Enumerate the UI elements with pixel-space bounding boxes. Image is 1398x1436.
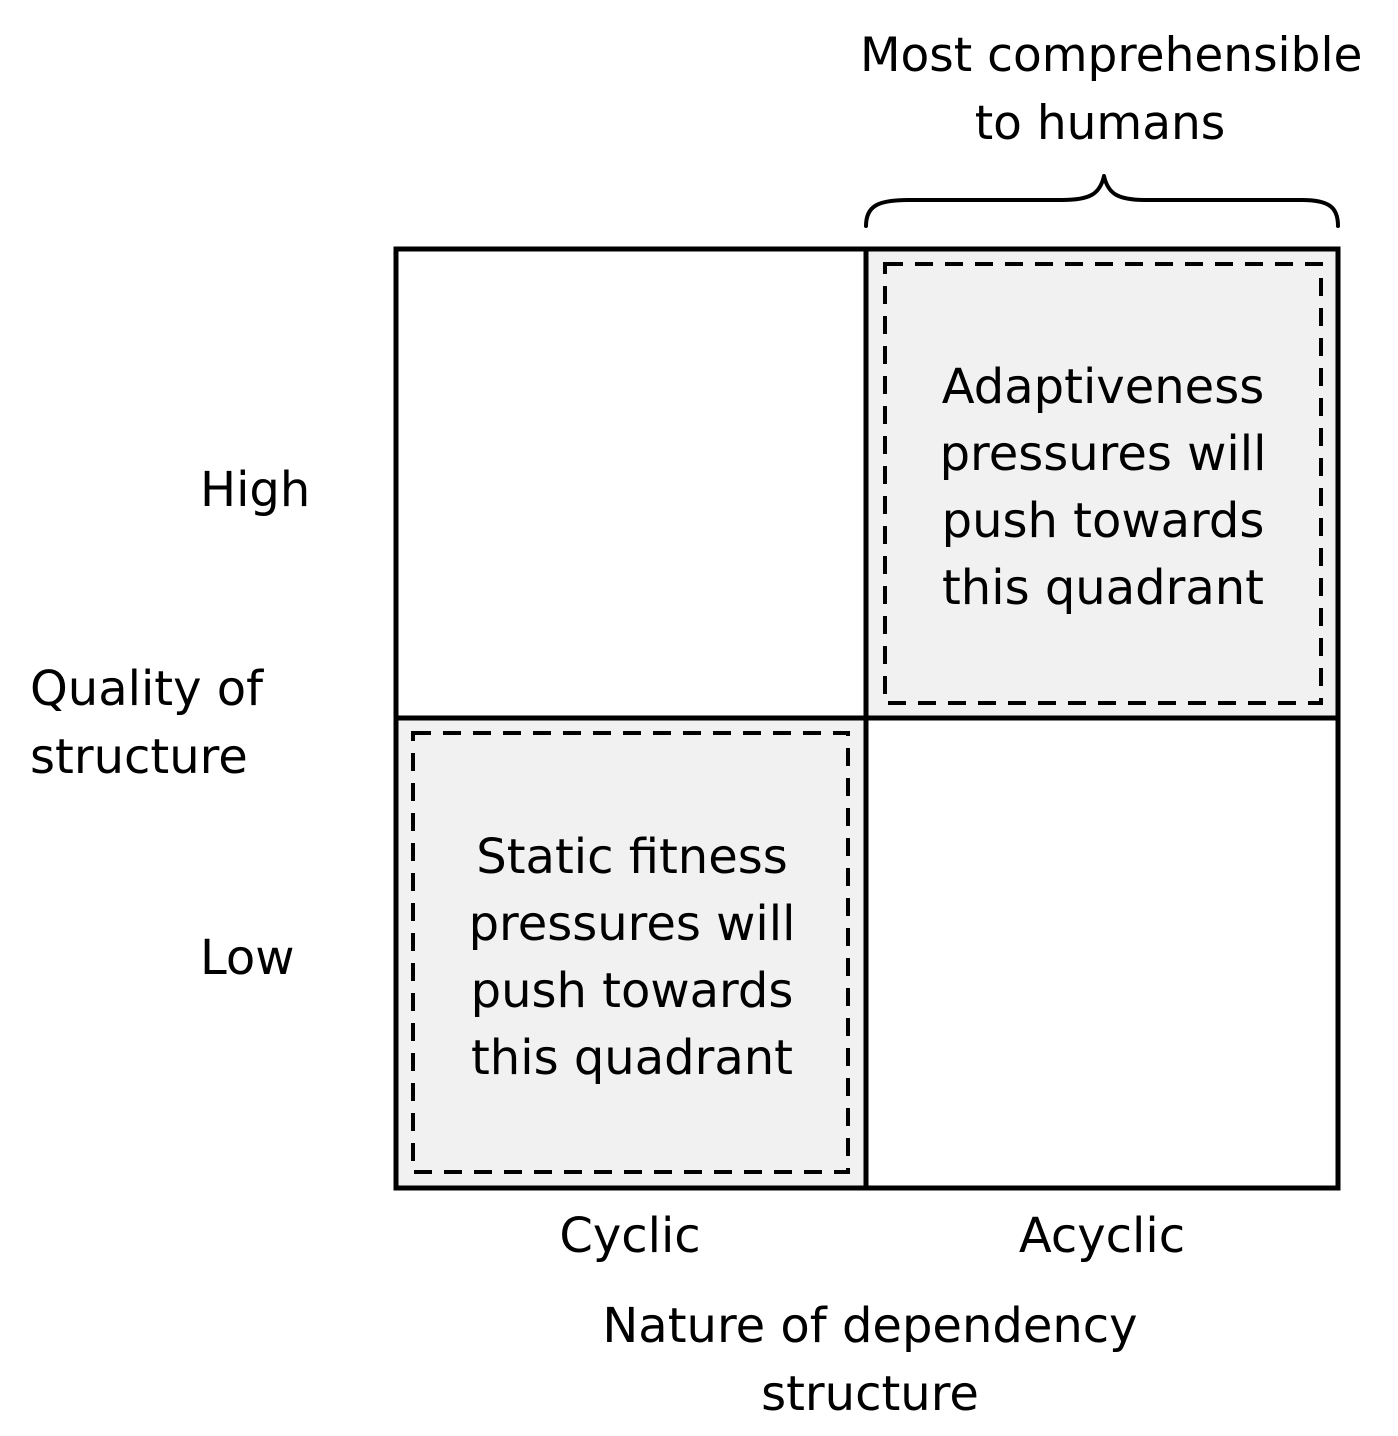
y-axis-title-line-1: Quality of <box>30 661 264 717</box>
highlight-top-right-fill <box>866 250 1338 717</box>
quadrant-top-right-line-2: pressures will <box>939 426 1267 482</box>
top-annotation-line-1: Most comprehensible <box>860 28 1363 83</box>
quadrant-top-right-text: Adaptiveness pressures will push towards… <box>884 354 1322 622</box>
y-axis-title: Quality of structure <box>30 655 280 791</box>
quadrant-bottom-left-text: Static fitness pressures will push towar… <box>414 824 850 1092</box>
quadrant-bottom-left-line-2: pressures will <box>468 896 796 952</box>
y-axis-low-label: Low <box>200 930 295 986</box>
y-axis-title-line-2: structure <box>30 729 248 785</box>
highlight-top-right-border <box>883 262 1323 705</box>
quadrant-top-right-line-1: Adaptiveness <box>941 359 1265 415</box>
highlight-bottom-left-fill <box>397 719 864 1187</box>
y-axis-high-label: High <box>200 462 311 518</box>
highlight-bottom-left-border <box>411 731 850 1174</box>
x-axis-cyclic-label: Cyclic <box>559 1208 701 1264</box>
quadrant-bottom-left-line-3: push towards <box>470 963 794 1019</box>
top-annotation-line-2: to humans <box>974 96 1226 151</box>
x-axis-title: Nature of dependency structure <box>560 1292 1180 1428</box>
quadrant-bottom-left-line-1: Static fitness <box>476 829 788 885</box>
x-axis-acyclic-label: Acyclic <box>1018 1208 1186 1264</box>
quadrant-bottom-left-line-4: this quadrant <box>470 1030 793 1086</box>
x-axis-title-line-2: structure <box>761 1366 979 1422</box>
quadrant-top-right-line-4: this quadrant <box>941 560 1264 616</box>
x-axis-title-line-1: Nature of dependency <box>602 1298 1138 1354</box>
curly-brace <box>864 174 1340 228</box>
top-annotation-label: Most comprehensible to humans <box>860 22 1363 158</box>
quadrant-top-right-line-3: push towards <box>941 493 1265 549</box>
